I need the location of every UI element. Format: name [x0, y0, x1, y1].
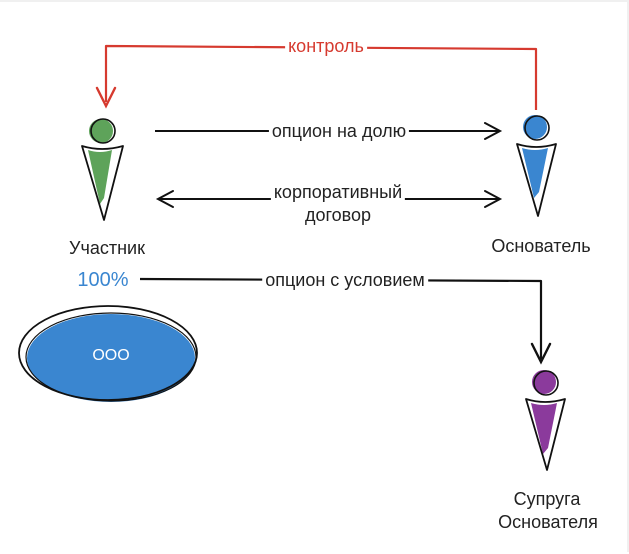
option-share-label: опцион на долю — [268, 120, 410, 142]
control-label: контроль — [285, 35, 367, 57]
spouse-figure — [525, 370, 566, 471]
company-ellipse — [18, 305, 198, 402]
participant-figure — [81, 118, 124, 221]
corporate-agreement-label-line2: договор — [301, 204, 375, 226]
corporate-agreement-label-line1: корпоративный — [270, 181, 406, 203]
founder-figure — [516, 115, 557, 217]
spouse-label-line2: Основателя — [498, 512, 598, 532]
company-share-label: 100% — [77, 269, 129, 291]
conditional-option-arrow — [139, 277, 552, 365]
company-name-label: ООО — [92, 347, 130, 364]
conditional-option-label: опцион с условием — [262, 269, 428, 291]
spouse-label-line1: Супруга — [513, 489, 581, 509]
founder-label: Основатель — [491, 236, 591, 256]
participant-label: Участник — [69, 238, 145, 258]
